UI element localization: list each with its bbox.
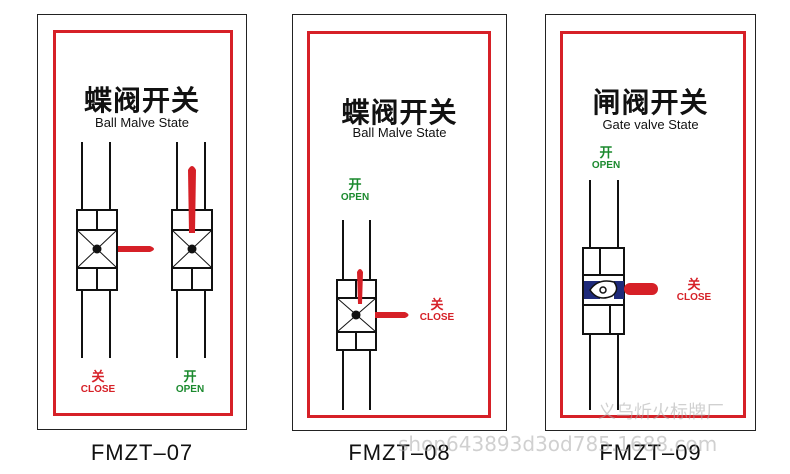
sign-title-en: Ball Malve State — [95, 115, 189, 130]
valve-dot — [187, 244, 197, 254]
sign-title-cn: 蝶阀开关 — [83, 84, 200, 117]
gate-valve-stem-icon — [584, 280, 624, 299]
product-code: FMZT–08 — [348, 440, 451, 465]
butterfly-valve-closed-icon — [76, 142, 118, 358]
watermark-shop-url: shop643893d3od785.1688.com — [398, 432, 718, 456]
sign-title-cn: 闸阀开关 — [592, 86, 709, 119]
sign-red-frame — [560, 31, 746, 418]
watermark-brand: 义乌炘火标牌厂 — [598, 402, 724, 423]
red-handle-icons — [118, 166, 658, 318]
product-code: FMZT–09 — [599, 440, 702, 465]
sign-title-cn: 蝶阀开关 — [341, 96, 458, 129]
sign-red-frame — [307, 31, 491, 418]
valve-dot — [351, 310, 361, 320]
sign-title-en: Ball Malve State — [352, 125, 447, 140]
sign-red-frame — [53, 30, 233, 416]
valve-dot — [92, 244, 102, 254]
sign-title-en: Gate valve State — [602, 117, 699, 132]
product-code: FMZT–07 — [90, 440, 194, 465]
